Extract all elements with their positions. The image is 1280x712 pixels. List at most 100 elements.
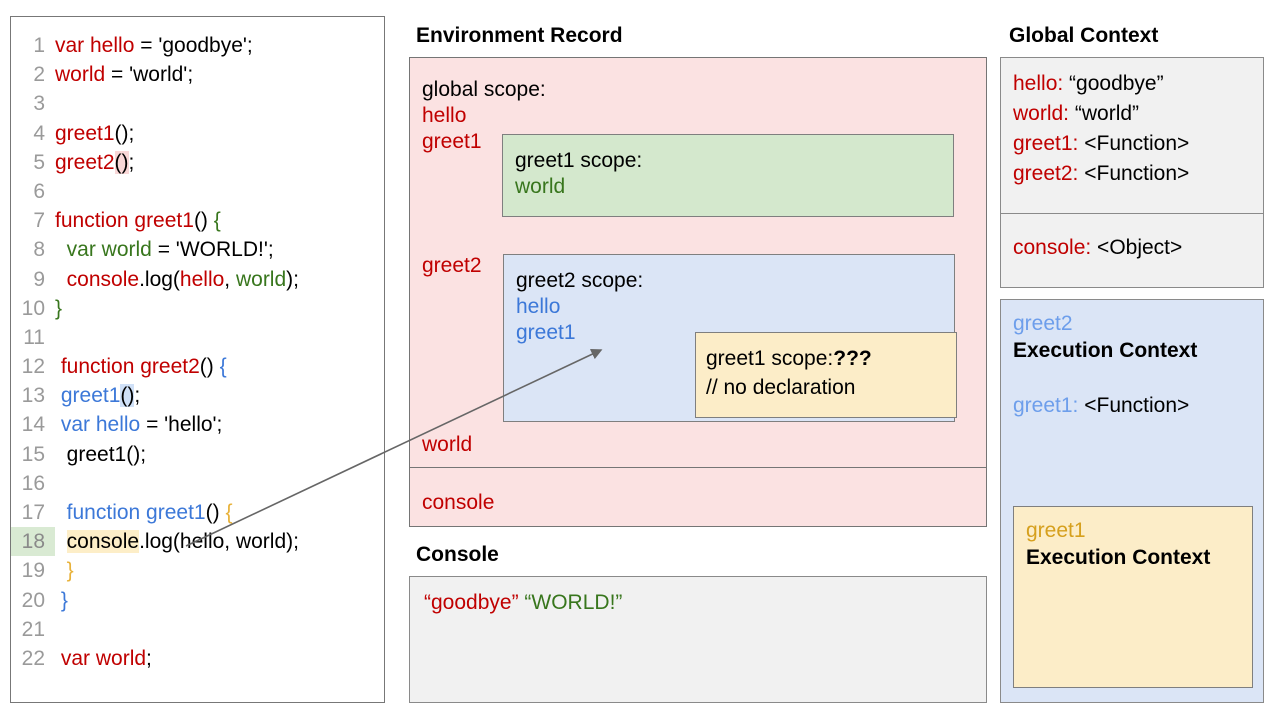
code-token: var hello [55,34,135,57]
code-line: 15 greet1(); [11,440,384,469]
code-line-number: 2 [33,63,45,87]
code-line-number: 8 [33,238,45,262]
code-token: () [199,355,220,379]
code-token: greet1 [60,384,121,408]
code-line-text: function greet1() { [55,206,384,235]
env-binding-hello: hello [422,104,467,127]
code-token: world [235,267,287,291]
code-token: .log(hello, world); [139,530,299,554]
code-line-number: 4 [33,121,45,145]
code-token: .log( [139,267,180,291]
code-line-number: 7 [33,209,45,233]
code-token: ; [146,646,152,670]
code-line-number: 19 [21,559,45,583]
code-token: greet1 [55,121,115,145]
code-line: 9 console.log(hello, world); [11,265,384,294]
env-binding-greet1: greet1 [422,130,482,153]
code-panel: 1 var hello = 'goodbye'; 2 world = 'world';… [10,16,385,703]
global-context-value: <Function> [1078,132,1190,155]
greet2-scope-title: greet2 scope: [516,269,644,292]
code-line: 11 [11,323,384,352]
global-context-key: greet2: [1013,162,1079,185]
code-token [55,268,67,291]
global-context-value-console: <Object> [1091,236,1183,259]
code-line: 2 world = 'world'; [11,60,384,89]
greet2-binding-greet1-key: greet1: [1013,394,1079,417]
code-token: world [55,63,106,87]
global-context-value: <Function> [1078,162,1190,185]
greet2-binding-greet1-value: <Function> [1078,394,1190,417]
code-line-number: 10 [21,296,45,320]
code-line-number: 22 [21,646,45,670]
code-token [55,238,67,261]
greet2-scope-box: greet2 scope: hello greet1 greet1 scope:… [503,254,957,422]
greet2-execution-context-panel: greet2 Execution Context greet1: <Functi… [1000,299,1264,703]
global-context-row: hello: “goodbye” [1013,72,1164,96]
greet1-scope-unknown-comment: // no declaration [706,376,856,399]
global-context-value: “goodbye” [1063,72,1164,95]
code-token: } [55,296,63,320]
code-line: 13 greet1(); [11,381,384,410]
env-binding-greet2: greet2 [422,254,482,277]
global-context-key: world: [1013,102,1070,125]
code-line-text: function greet1() { [55,498,384,527]
code-line-text: console.log(hello, world); [55,527,384,556]
code-token: hello [179,267,225,291]
code-line-number: 15 [21,442,45,466]
code-line-number: 11 [23,325,45,349]
code-token: var world [66,238,152,262]
code-token: ; [134,384,141,408]
code-token: ; [128,121,135,145]
code-line-text: greet1(); [55,119,384,148]
code-line-text: greet2(); [55,148,384,177]
code-token: , [224,267,236,291]
code-token: () [114,121,129,145]
code-token: function greet1 [66,501,206,524]
code-token: function greet2 [60,355,200,379]
code-line-text: var hello = 'goodbye'; [55,31,384,60]
code-token [55,559,67,582]
code-token: greet2 [55,150,115,174]
global-context-title: Global Context [1009,24,1159,47]
code-line-number: 21 [21,617,45,641]
code-token: console [66,530,140,554]
console-panel: “goodbye” “WORLD!” [409,576,987,703]
console-title: Console [416,543,499,566]
code-line: 7 function greet1() { [11,206,384,235]
code-token [55,501,67,524]
greet1-scope-binding-world: world [515,175,566,198]
code-token: greet1(); [55,442,147,466]
code-line: 8 var world = 'WORLD!'; [11,235,384,264]
code-token: = 'goodbye'; [134,34,253,57]
global-context-key: greet1: [1013,132,1079,155]
code-token: () [193,209,214,233]
code-line-text: greet1(); [55,381,384,410]
code-line-number: 3 [33,92,45,116]
code-token: { [213,209,221,233]
code-line: 18 console.log(hello, world); [11,527,384,557]
global-context-value: “world” [1069,102,1140,125]
greet1-scope-box: greet1 scope: world [502,134,954,217]
code-line-number: 1 [33,34,45,57]
code-line-text: } [55,586,384,615]
env-binding-world: world [422,433,473,456]
greet2-scope-binding-greet1: greet1 [516,321,576,344]
code-line: 3 [11,89,384,118]
code-line: 6 [11,177,384,206]
code-line-text: } [55,294,384,323]
code-line-text: world = 'world'; [55,60,384,89]
code-line-number: 13 [21,384,45,408]
code-token [55,530,67,553]
code-line: 22 var world; [11,644,384,673]
global-context-row: greet1: <Function> [1013,132,1189,156]
code-line-number: 20 [21,588,45,612]
code-token: = 'hello'; [140,413,223,437]
code-token: console [66,267,140,291]
code-line: 10} [11,294,384,323]
code-token: function greet1 [55,209,194,233]
console-output-world: “WORLD!” [524,591,623,614]
code-line-number: 12 [21,355,45,379]
code-line-number: 14 [21,413,45,437]
global-context-divider [1001,213,1263,214]
code-line-number: 17 [21,501,45,524]
